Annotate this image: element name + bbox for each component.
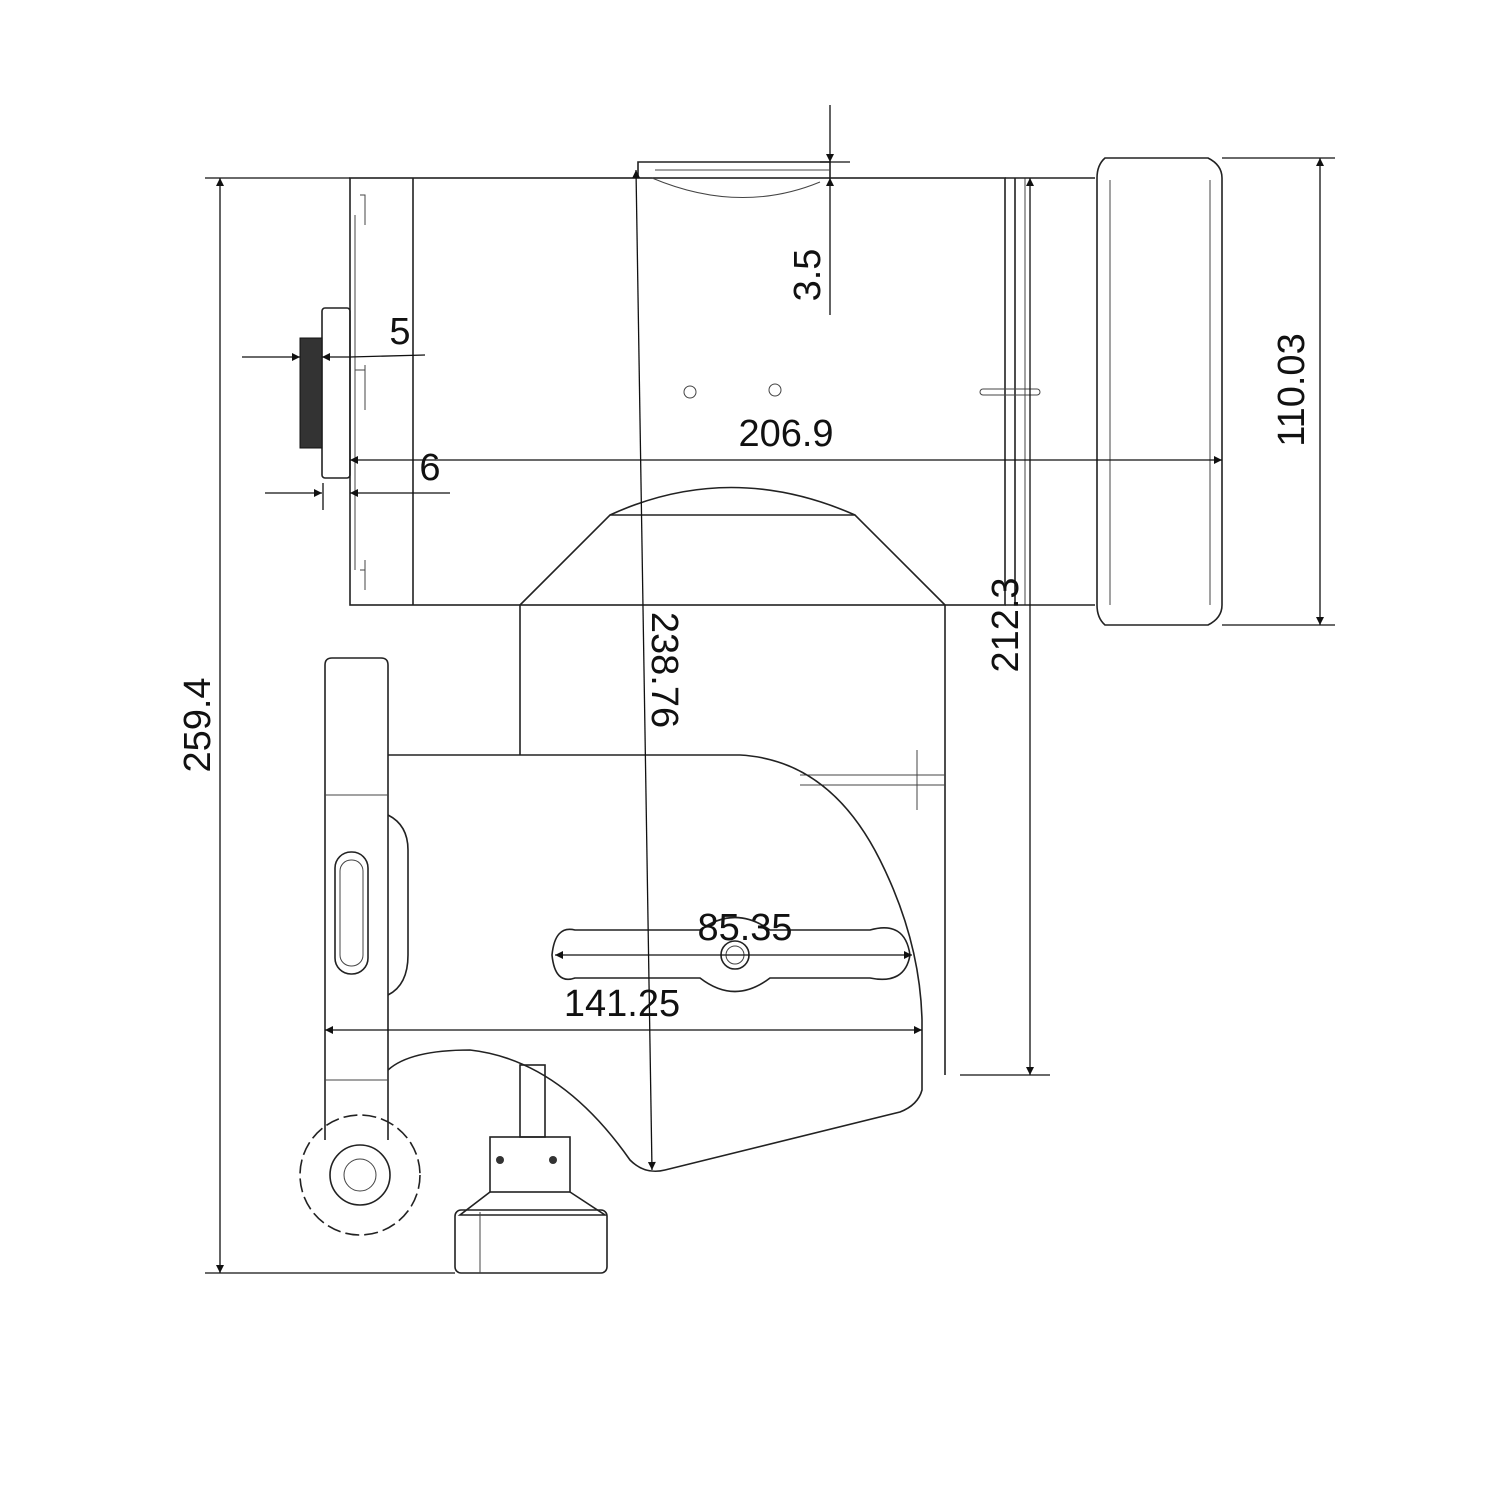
label-259-4: 259.4 xyxy=(177,677,219,772)
label-238-76: 238.76 xyxy=(643,612,685,728)
label-5: 5 xyxy=(389,311,410,353)
l-bracket xyxy=(387,754,923,1173)
dimension-6 xyxy=(265,483,450,510)
label-212-3: 212.3 xyxy=(985,577,1027,672)
label-85-35: 85.35 xyxy=(697,907,792,949)
dimension-110-03 xyxy=(1222,157,1335,626)
dimension-212-3 xyxy=(960,178,1050,1076)
label-206-9: 206.9 xyxy=(738,413,833,455)
dimension-259-4 xyxy=(205,177,455,1274)
label-3-5: 3.5 xyxy=(787,249,829,302)
locking-knob-icon xyxy=(299,1114,421,1236)
dimension-3-5 xyxy=(820,105,850,315)
dimension-5 xyxy=(242,353,426,361)
mount-foot xyxy=(454,1064,608,1274)
camera-body xyxy=(349,177,1006,606)
top-handle xyxy=(637,161,831,198)
label-141-25: 141.25 xyxy=(564,983,680,1025)
label-110-03: 110.03 xyxy=(1271,333,1313,446)
label-6: 6 xyxy=(419,447,440,489)
lens-ring xyxy=(979,177,1095,606)
vertical-arm xyxy=(324,657,389,1140)
lens-cap xyxy=(1096,157,1223,626)
dimension-238-76 xyxy=(632,169,656,1171)
side-knob xyxy=(299,307,351,479)
